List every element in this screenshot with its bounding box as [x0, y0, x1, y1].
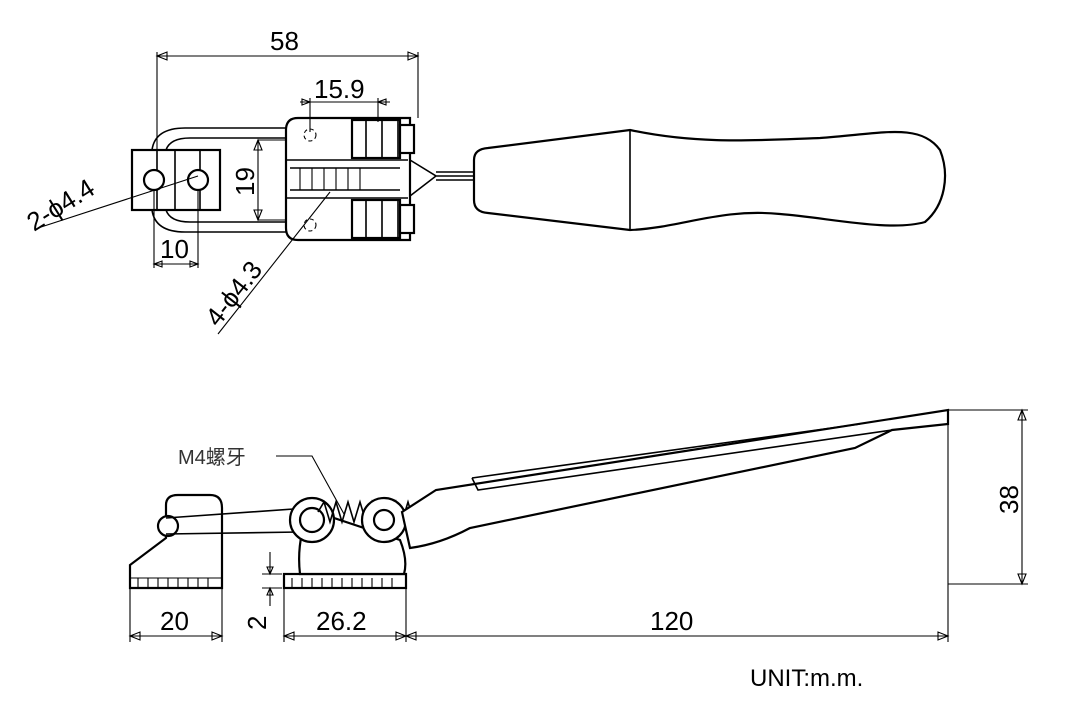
side-view	[128, 408, 950, 590]
dim-height: 38	[994, 485, 1024, 514]
base-plate	[284, 116, 416, 242]
u-loop-wire	[151, 127, 288, 233]
dim-latch-base-length: 20	[160, 606, 189, 636]
dim-slot-width: 19	[230, 167, 260, 196]
thread-callout: M4螺牙	[178, 446, 345, 515]
unit-label: UNIT:m.m.	[750, 665, 863, 692]
top-view	[130, 116, 947, 242]
dim-base-thickness: 2	[242, 616, 272, 630]
note-base-holes: 4-ϕ4.3	[199, 255, 268, 332]
latch-hole-left	[142, 168, 166, 192]
handle-grip-top	[472, 128, 947, 232]
note-thread: M4螺牙	[178, 446, 246, 469]
pivot-bolt-bottom	[350, 198, 402, 240]
side-view-dimensions: 20 2 26.2 120 38	[128, 408, 1028, 642]
dim-overall-width: 58	[270, 26, 299, 56]
handle-arm-side	[400, 408, 950, 550]
latch-plate	[130, 148, 222, 212]
note-latch-holes: 2-ϕ4.4	[21, 173, 100, 238]
dim-base-length: 26.2	[316, 606, 367, 636]
dim-pivot-spacing: 15.9	[314, 74, 365, 104]
dim-latch-hole-offset: 10	[160, 234, 189, 264]
dim-handle-length: 120	[650, 606, 693, 636]
latch-plate-side	[128, 493, 224, 590]
pivot-bolt-top	[350, 118, 402, 160]
clamp-rod	[165, 507, 309, 535]
latch-hole-right	[186, 168, 210, 192]
